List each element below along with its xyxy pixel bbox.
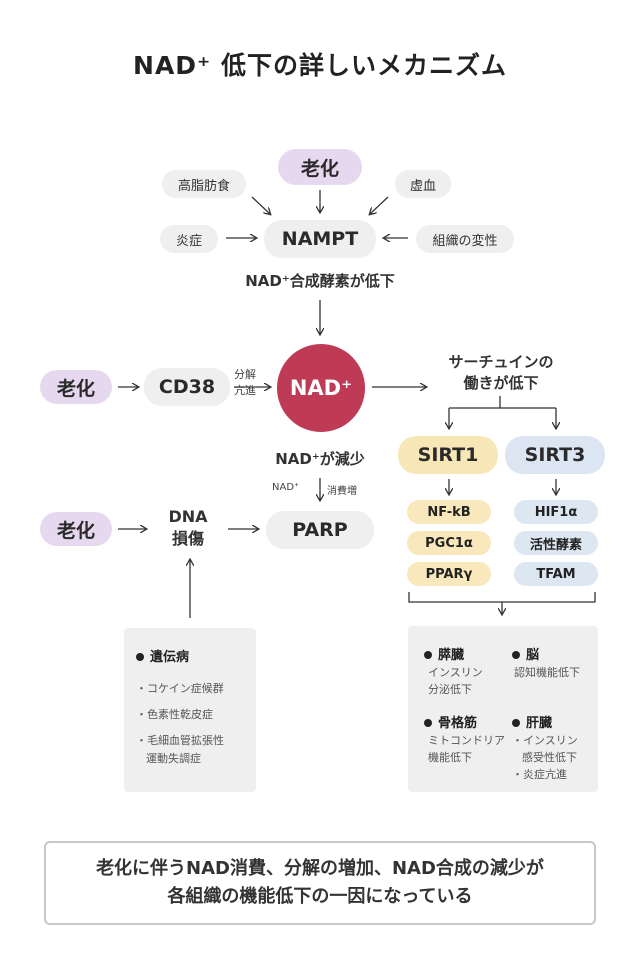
muscle-text: 骨格筋 xyxy=(438,716,478,731)
ischemia-pill: 虚血 xyxy=(395,170,451,198)
sirt3-target: TFAM xyxy=(514,562,598,586)
genetic-item: ・コケイン症候群 xyxy=(136,682,224,695)
arrow-ischemia-nampt xyxy=(370,196,389,214)
summary-box: 老化に伴うNAD消費、分解の増加、NAD合成の減少が 各組織の機能低下の一因にな… xyxy=(44,841,596,925)
dna-label-2: 損傷 xyxy=(171,529,204,548)
sirt1-target: PGC1α xyxy=(407,531,491,555)
cd38-pill: CD38 xyxy=(144,368,230,406)
pancreas-note-1: インスリン xyxy=(428,666,483,679)
sirt3-pill: SIRT3 xyxy=(505,436,605,474)
pancreas-heading: 膵臓 xyxy=(424,644,464,663)
breakdown-label: 分解 亢進 xyxy=(234,367,256,399)
summary-line-1: 老化に伴うNAD消費、分解の増加、NAD合成の減少が xyxy=(96,858,544,879)
parp-pill: PARP xyxy=(266,511,374,549)
nampt-pill: NAMPT xyxy=(264,220,376,258)
muscle-heading: 骨格筋 xyxy=(424,712,477,731)
muscle-note-1: ミトコンドリア xyxy=(428,734,505,747)
high-fat-pill: 高脂肪食 xyxy=(162,170,246,198)
sirtuin-label-1: サーチュインの xyxy=(448,353,554,371)
breakdown-label-2: 亢進 xyxy=(234,384,256,397)
page-title: NAD⁺ 低下の詳しいメカニズム xyxy=(133,51,507,80)
sirtuin-label-2: 働きが低下 xyxy=(463,374,539,392)
genetic-heading: 遺伝病 xyxy=(136,646,189,665)
bullet-icon xyxy=(512,650,520,659)
bracket-targets xyxy=(408,592,596,603)
consumption-up-label: 消費増 xyxy=(327,486,357,497)
nad-decrease-label: NAD⁺が減少 xyxy=(275,450,365,468)
aging-pill-lower: 老化 xyxy=(40,512,112,546)
sirt1-pill: SIRT1 xyxy=(398,436,498,474)
brain-text: 脳 xyxy=(526,648,540,663)
sirtuin-label: サーチュインの 働きが低下 xyxy=(428,352,574,394)
bullet-icon xyxy=(136,652,144,661)
arrow-highfat-nampt xyxy=(251,196,270,214)
liver-text: 肝臓 xyxy=(526,716,553,731)
pancreas-text: 膵臓 xyxy=(438,648,465,663)
liver-note-3: ・炎症亢進 xyxy=(512,768,567,781)
nad-circle: NAD⁺ xyxy=(277,344,365,432)
summary-line-2: 各組織の機能低下の一因になっている xyxy=(167,886,473,907)
pancreas-note-2: 分泌低下 xyxy=(428,683,472,696)
genetic-heading-text: 遺伝病 xyxy=(150,650,190,665)
genetic-item: 運動失調症 xyxy=(146,752,201,765)
bullet-icon xyxy=(512,718,520,727)
sirt1-target: PPARγ xyxy=(407,562,491,586)
liver-note-1: ・インスリン xyxy=(512,734,578,747)
genetic-item: ・色素性乾皮症 xyxy=(136,708,213,721)
genetic-disease-panel: 遺伝病 ・コケイン症候群 ・色素性乾皮症 ・毛細血管拡張性 運動失調症 xyxy=(124,628,256,792)
liver-heading: 肝臓 xyxy=(512,712,552,731)
tissue-degeneration-pill: 組織の変性 xyxy=(416,225,514,253)
organs-panel: 膵臓 インスリン 分泌低下 脳 認知機能低下 骨格筋 ミトコンドリア 機能低下 … xyxy=(408,626,598,792)
bullet-icon xyxy=(424,650,432,659)
dna-damage-label: DNA 損傷 xyxy=(150,506,226,550)
liver-note-2: 感受性低下 xyxy=(522,751,577,764)
sirt3-target: HIF1α xyxy=(514,500,598,524)
breakdown-label-1: 分解 xyxy=(234,368,256,381)
brain-note-1: 認知機能低下 xyxy=(514,666,580,679)
nad-synthase-label: NAD⁺合成酵素が低下 xyxy=(245,272,395,290)
nad-small-label: NAD⁺ xyxy=(272,482,300,493)
aging-pill-top: 老化 xyxy=(278,149,362,185)
brain-heading: 脳 xyxy=(512,644,539,663)
genetic-item: ・毛細血管拡張性 xyxy=(136,734,224,747)
dna-label-1: DNA xyxy=(168,507,208,526)
sirt3-target: 活性酵素 xyxy=(514,531,598,555)
bullet-icon xyxy=(424,718,432,727)
muscle-note-2: 機能低下 xyxy=(428,751,472,764)
inflammation-pill: 炎症 xyxy=(160,225,218,253)
sirt1-target: NF-kB xyxy=(407,500,491,524)
aging-pill-middle: 老化 xyxy=(40,370,112,404)
